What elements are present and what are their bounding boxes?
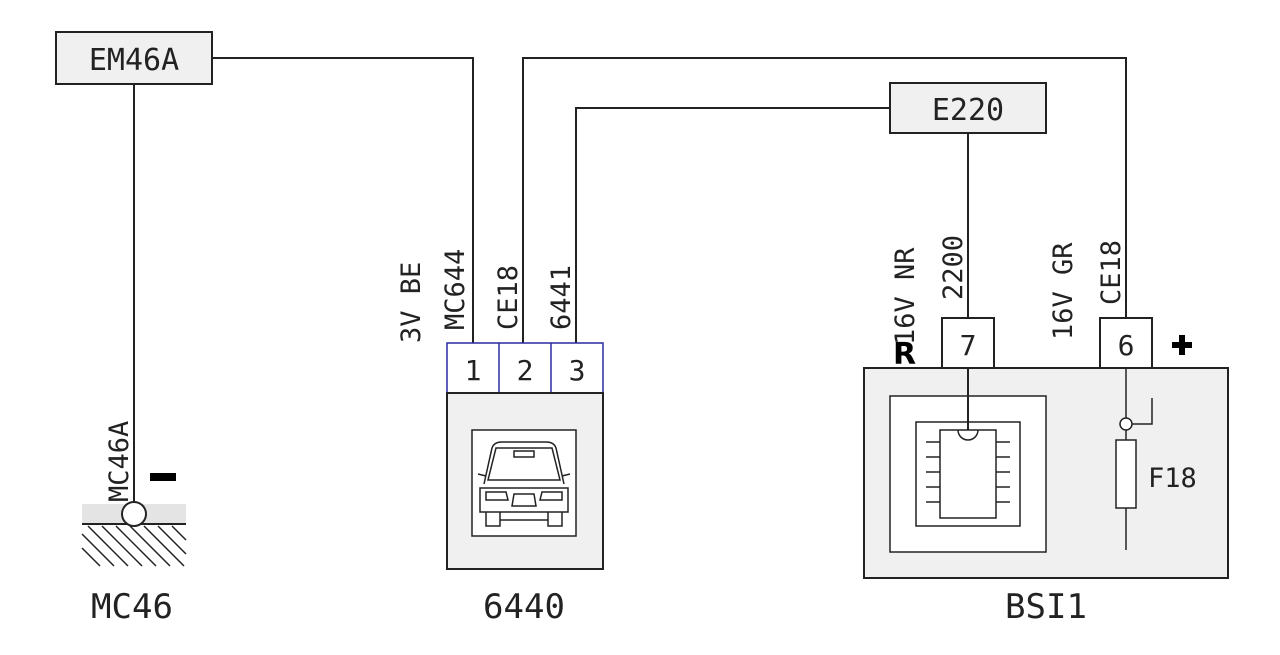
ground-mc46: MC46A MC46 [81,421,187,627]
bsi-pin-7-box [941,317,995,369]
pin-3: 3 [569,354,586,387]
bsi-pin6-wire-label-line1: 16V GR [1048,242,1079,340]
plus-symbol [1172,335,1192,355]
connector-em46a-box [55,31,213,85]
bsi-pin7-wire-label-line1: 16V NR [890,247,921,345]
pin3-wire-label: 6441 [546,265,577,330]
component-6440: 3V BE MC644 CE18 6441 1 2 3 [396,249,604,627]
ground-name: MC46 [91,587,173,627]
connector-e220: E220 [889,82,1047,134]
car-icon [477,441,571,527]
connector-em46a: EM46A [55,31,213,85]
pin-1: 1 [465,354,482,387]
wire-pin3-e220 [575,107,890,343]
bsi-pin6-wire-label-line2: CE18 [1096,240,1127,305]
bsi-pin-6: 6 [1118,329,1135,362]
ground-wire-label: MC46A [104,421,135,502]
bsi-pin-7: 7 [960,329,977,362]
connector-em46a-label: EM46A [89,43,179,78]
wires [133,57,1127,502]
component-6440-name: 6440 [483,587,565,627]
connector-e220-label: E220 [932,93,1004,128]
bsi-pin-6-box [1099,317,1153,369]
pin1-wire-label-line2: MC644 [440,249,471,330]
pin2-wire-label: CE18 [493,265,524,330]
bsi-pin7-wire-label-line2: 2200 [938,235,969,300]
ic-chip-icon [926,429,1010,519]
pin1-wire-label-line1: 3V BE [396,262,427,343]
fuse-f18: F18 [1115,368,1197,550]
pins-6440: 1 2 3 [446,342,604,394]
wire-pin2-bsi-pin6 [522,57,1127,343]
wire-em46a-pin1 [212,57,474,343]
ground-terminal [121,501,147,527]
minus-symbol [150,473,176,481]
component-bsi1: 16V NR 2200 16V GR CE18 7 6 R [863,235,1229,627]
ground-hatch [81,525,187,567]
fuse-label: F18 [1148,463,1197,494]
pin-2: 2 [517,354,534,387]
bsi-marker-r: R [893,337,916,372]
bsi-name: BSI1 [1005,587,1087,627]
fuse-icon [1115,439,1137,509]
connector-e220-box [889,82,1047,134]
